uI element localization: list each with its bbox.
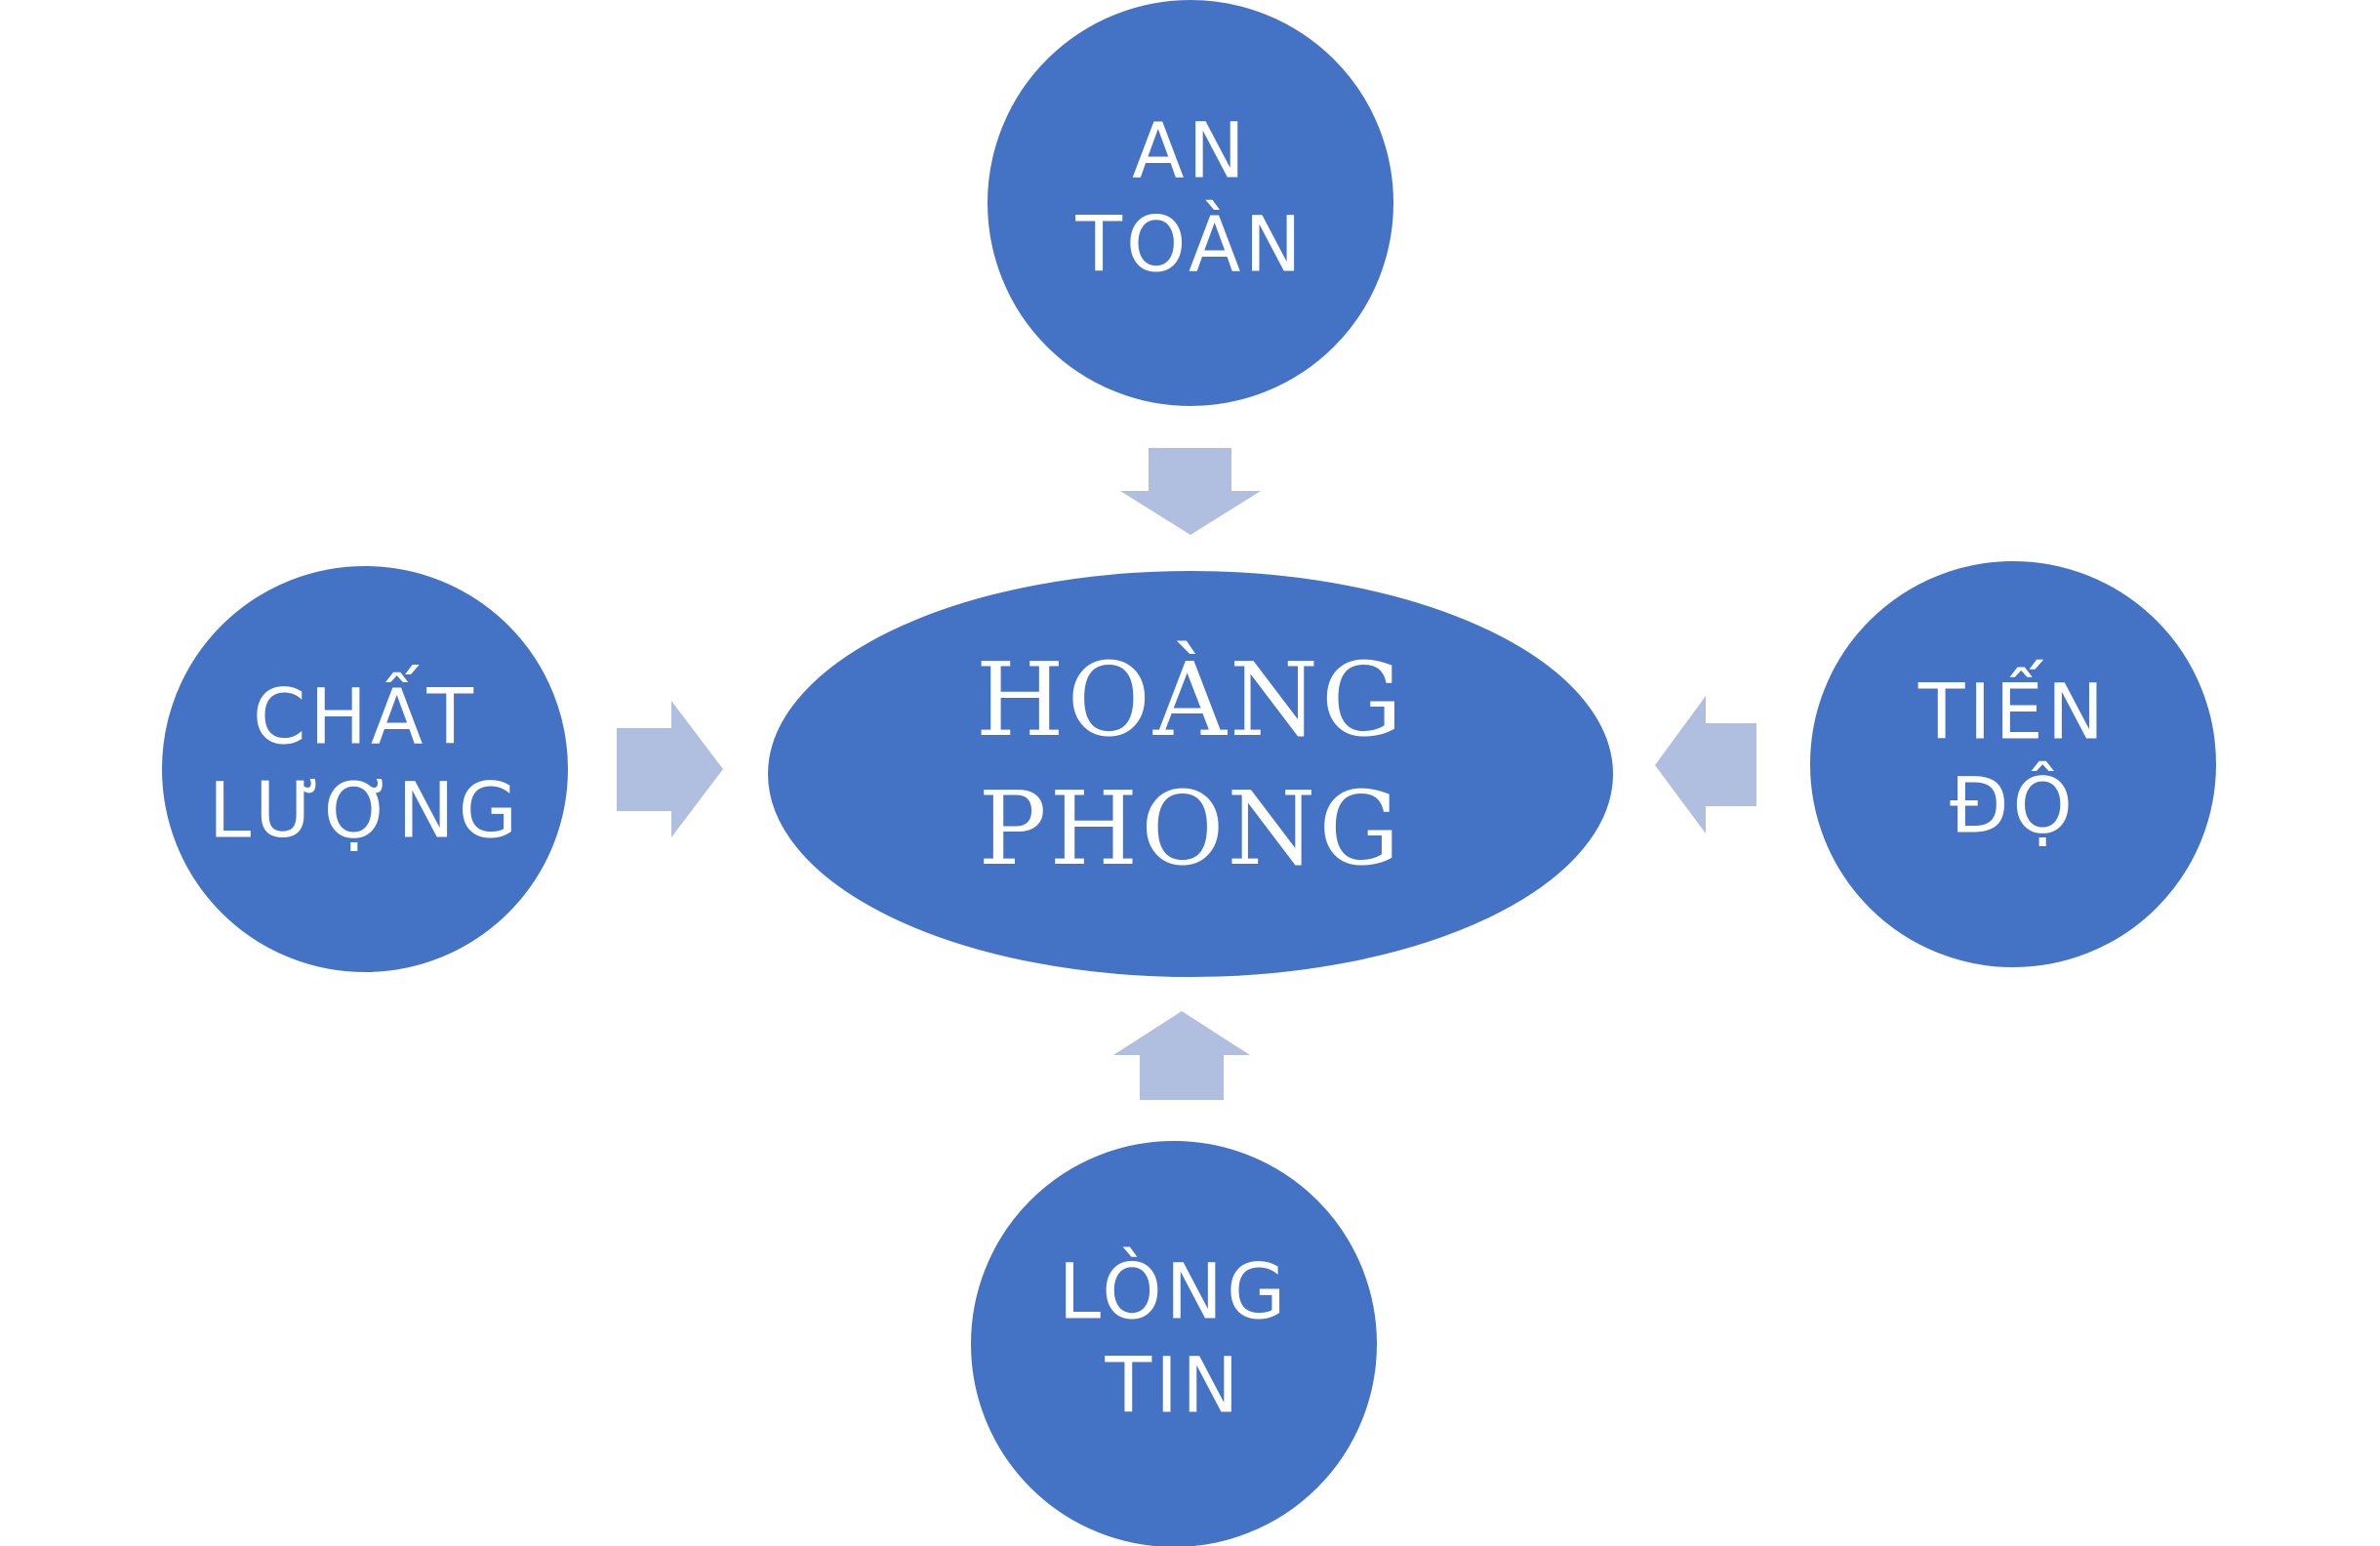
arrow-left-icon — [1655, 696, 1756, 834]
node-bottom-label-line1: LÒNG — [1059, 1246, 1290, 1336]
arrow-down-icon — [1120, 448, 1261, 535]
center-label-line1: HOÀNG — [976, 639, 1405, 759]
center-node: HOÀNG PHONG — [764, 567, 1617, 981]
arrow-right-icon — [617, 701, 723, 837]
node-top: AN TOÀN — [984, 0, 1397, 410]
center-ellipse — [764, 567, 1617, 981]
arrow-up-icon — [1113, 1011, 1250, 1100]
node-right-label-line2: ĐỘ — [1950, 759, 2077, 850]
node-right: TIẾN ĐỘ — [1806, 557, 2220, 971]
node-left-circle — [158, 562, 572, 976]
center-label-line2: PHONG — [978, 769, 1402, 888]
node-top-label-line2: TOÀN — [1074, 199, 1305, 289]
node-bottom-circle — [967, 1137, 1381, 1546]
node-left: CHẤT LƯỢNG — [158, 562, 572, 976]
node-top-label-line1: AN — [1132, 107, 1249, 195]
node-bottom-label-line2: TIN — [1105, 1342, 1243, 1430]
node-left-label-line1: CHẤT — [253, 664, 477, 761]
node-right-circle — [1806, 557, 2220, 971]
node-right-label-line1: TIẾN — [1917, 659, 2108, 756]
node-top-circle — [984, 0, 1397, 410]
node-bottom: LÒNG TIN — [967, 1137, 1381, 1546]
node-left-label-line2: LƯỢNG — [209, 767, 521, 855]
